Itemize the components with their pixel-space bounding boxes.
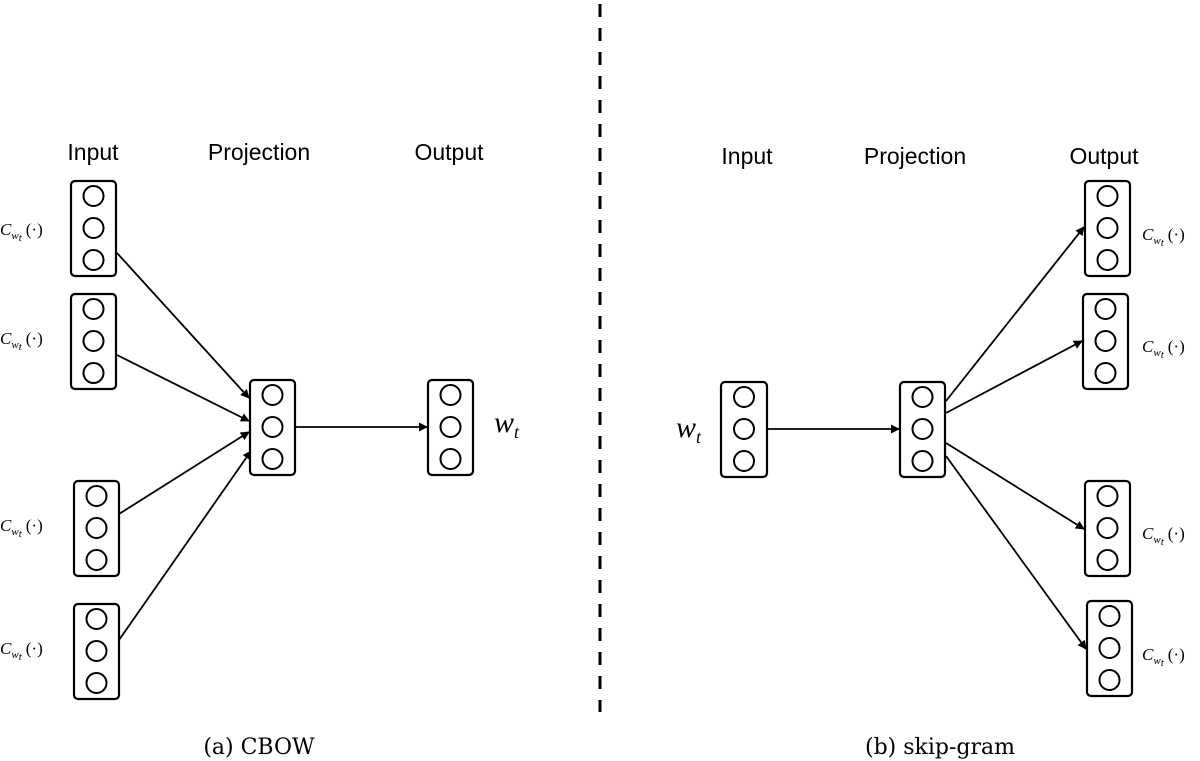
svg-text:Cwt(·): Cwt(·) <box>0 516 43 540</box>
skipgram-target-label: wt <box>676 411 702 447</box>
cbow-input-header: Input <box>67 139 119 165</box>
svg-text:Cwt(·): Cwt(·) <box>1142 337 1185 361</box>
skipgram-output-header: Output <box>1069 143 1139 169</box>
skipgram-caption: (b) skip-gram <box>865 735 1015 760</box>
cbow-caption: (a) CBOW <box>203 735 315 760</box>
cbow-input-vector-4 <box>72 602 121 701</box>
svg-text:Cwt(·): Cwt(·) <box>0 639 43 663</box>
skipgram-output-vector-4 <box>1085 599 1134 698</box>
cbow-edge-input2 <box>116 354 250 422</box>
skipgram-projection-header: Projection <box>864 143 966 169</box>
skipgram-context-label-2: Cwt(·) <box>1142 337 1185 361</box>
skipgram-edge-output2 <box>945 340 1083 414</box>
cbow-edge-input4 <box>118 450 252 641</box>
skipgram-edge-output1 <box>945 226 1085 402</box>
svg-text:Cwt(·): Cwt(·) <box>1142 225 1185 249</box>
skipgram-panel: Input Projection Output <box>676 143 1185 760</box>
skipgram-input-header: Input <box>721 143 773 169</box>
svg-text:Cwt(·): Cwt(·) <box>1142 645 1185 669</box>
skipgram-projection-vector <box>898 380 947 479</box>
cbow-panel: Input Projection Output <box>0 139 520 760</box>
cbow-context-label-1: Cwt(·) <box>0 220 43 244</box>
svg-text:Cwt(·): Cwt(·) <box>0 220 43 244</box>
skipgram-context-label-1: Cwt(·) <box>1142 225 1185 249</box>
skipgram-edge-output4 <box>945 455 1087 650</box>
cbow-context-label-4: Cwt(·) <box>0 639 43 663</box>
cbow-context-label-2: Cwt(·) <box>0 329 43 353</box>
cbow-input-vector-1 <box>69 179 118 278</box>
cbow-input-vector-2 <box>69 292 118 391</box>
cbow-context-label-3: Cwt(·) <box>0 516 43 540</box>
cbow-input-vector-3 <box>72 479 121 578</box>
cbow-output-vector <box>426 378 475 477</box>
skipgram-context-label-3: Cwt(·) <box>1142 524 1185 548</box>
cbow-projection-header: Projection <box>208 139 310 165</box>
skipgram-input-vector <box>719 380 769 479</box>
skipgram-edge-output3 <box>945 442 1085 530</box>
cbow-target-label: wt <box>494 406 520 442</box>
skipgram-output-vector-2 <box>1081 292 1130 391</box>
cbow-edge-input3 <box>118 431 250 515</box>
skipgram-output-vector-1 <box>1083 179 1132 278</box>
svg-text:Cwt(·): Cwt(·) <box>1142 524 1185 548</box>
svg-text:Cwt(·): Cwt(·) <box>0 329 43 353</box>
cbow-output-header: Output <box>414 139 484 165</box>
skipgram-context-label-4: Cwt(·) <box>1142 645 1185 669</box>
cbow-projection-vector <box>248 378 297 477</box>
skipgram-output-vector-3 <box>1083 479 1132 578</box>
cbow-edge-input1 <box>116 252 250 399</box>
